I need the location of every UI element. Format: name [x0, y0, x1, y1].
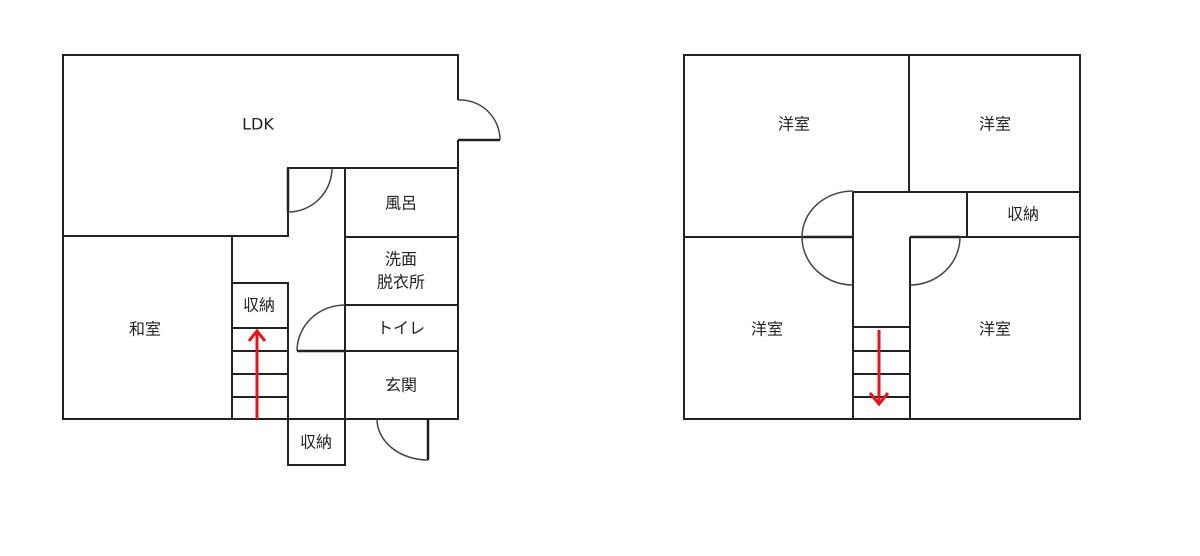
- door-nw-room: [801, 190, 854, 239]
- door-toilet: [296, 304, 346, 353]
- floor-1-plan: LDK 和室 収納 風呂 洗面 脱衣所 トイレ 玄関 収納: [62, 54, 501, 466]
- floor-1-walls: [62, 54, 459, 466]
- room-label-washroom-2: 脱衣所: [377, 273, 425, 292]
- door-ldk-exterior: [457, 99, 501, 142]
- floor-2-plan: 洋室 洋室 洋室 洋室 収納: [683, 54, 1081, 420]
- room-label-washroom-1: 洗面: [385, 250, 417, 269]
- room-label-entrance: 玄関: [385, 376, 417, 395]
- door-entrance: [376, 418, 430, 461]
- room-label-toilet: トイレ: [377, 319, 425, 338]
- stair-up-arrow: [247, 328, 267, 419]
- room-label-youshitsu-nw: 洋室: [778, 115, 810, 134]
- room-label-storage-entrance: 収納: [300, 433, 332, 452]
- door-sw-room: [801, 236, 854, 286]
- floor-2-walls: [683, 54, 1081, 420]
- door-ldk-hall: [286, 167, 333, 213]
- room-label-ldk: LDK: [242, 115, 274, 134]
- room-label-youshitsu-sw: 洋室: [751, 320, 783, 339]
- door-se-room: [909, 235, 961, 286]
- room-label-bath: 風呂: [385, 194, 417, 213]
- room-label-storage-2f: 収納: [1007, 205, 1039, 224]
- room-label-washitsu: 和室: [129, 320, 161, 339]
- room-label-youshitsu-ne: 洋室: [979, 115, 1011, 134]
- stair-down-arrow: [868, 330, 890, 407]
- room-label-storage-stair: 収納: [243, 296, 275, 315]
- room-label-youshitsu-se: 洋室: [979, 320, 1011, 339]
